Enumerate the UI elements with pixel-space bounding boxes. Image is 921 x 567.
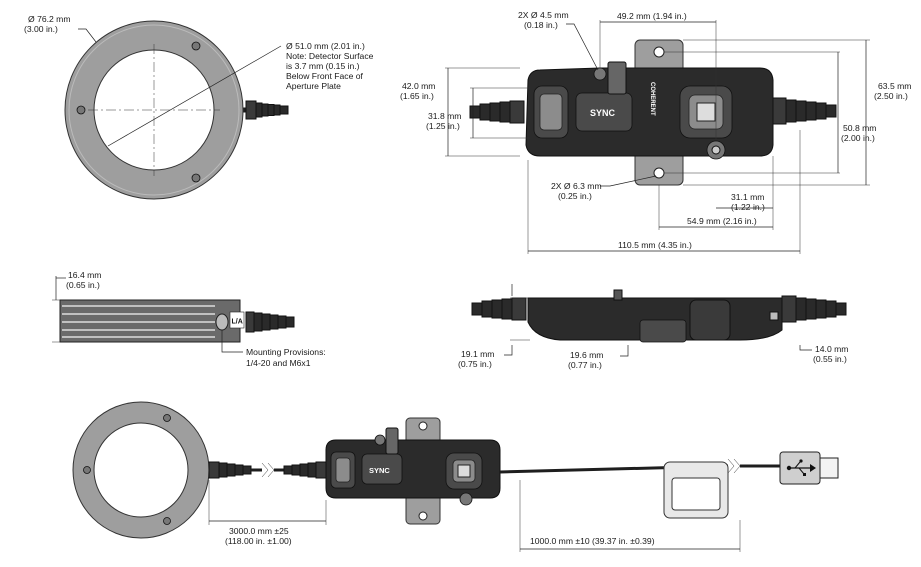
sync-button-label: SYNC xyxy=(590,108,616,118)
assembly-sync-button[interactable] xyxy=(361,453,403,485)
assembly-view: SYNC xyxy=(72,401,839,552)
inner-height-in-label: (1.25 in.) xyxy=(426,121,460,131)
sensor-screw xyxy=(76,105,86,115)
aperture-note-line-1: Note: Detector Surface xyxy=(286,51,374,61)
hole-offset-label: 31.1 mm xyxy=(731,192,764,202)
sensor-thickness-in-label: (0.65 in.) xyxy=(66,280,100,290)
cable-sensor-in-label: (118.00 in. ±1.00) xyxy=(225,536,292,546)
hole-spacing-label: 49.2 mm (1.94 in.) xyxy=(617,11,687,21)
hole-small-label: 2X Ø 4.5 mm xyxy=(518,10,569,20)
meter-top-view: SYNC COHERENT xyxy=(445,20,870,254)
side-thin-in-label: (0.55 in.) xyxy=(813,354,847,364)
side-mark-label: L/A xyxy=(232,319,243,326)
sensor-diameter-in-label: (3.00 in.) xyxy=(24,24,58,34)
overall-height-label: 63.5 mm xyxy=(878,81,911,91)
overall-length-label: 110.5 mm (4.35 in.) xyxy=(618,240,692,250)
hole-vertical-label: 50.8 mm xyxy=(843,123,876,133)
sensor-side-view: L/A xyxy=(52,276,295,353)
meter-left-strain-relief xyxy=(469,100,525,124)
sensor-screw xyxy=(191,173,201,183)
sensor-strain-relief xyxy=(245,100,289,120)
sync-button[interactable] xyxy=(575,92,633,132)
hole-large-label: 2X Ø 6.3 mm xyxy=(551,181,602,191)
overall-height-in-label: (2.50 in.) xyxy=(874,91,908,101)
side-height-label: 19.1 mm xyxy=(461,349,494,359)
side-right-strain-relief xyxy=(781,295,847,323)
assembly-sensor-strain-relief xyxy=(208,461,252,479)
sensor-front-view xyxy=(64,20,289,200)
aperture-note-line-4: Aperture Plate xyxy=(286,81,341,91)
aperture-diameter-label: Ø 51.0 mm (2.01 in.) xyxy=(286,41,365,51)
cable-usb-label: 1000.0 mm ±10 (39.37 in. ±0.39) xyxy=(530,536,655,546)
side-mid-in-label: (0.77 in.) xyxy=(568,360,602,370)
meter-right-strain-relief xyxy=(771,97,837,125)
mounting-hole xyxy=(215,313,229,331)
inner-height-label: 31.8 mm xyxy=(428,111,461,121)
usb-icon xyxy=(786,459,816,476)
side-mid-label: 19.6 mm xyxy=(570,350,603,360)
sensor-diameter-label: Ø 76.2 mm xyxy=(28,14,71,24)
body-height-in-label: (1.65 in.) xyxy=(400,91,434,101)
mounting-provisions-label: Mounting Provisions: xyxy=(246,347,326,357)
assembly-meter-strain-relief xyxy=(283,461,327,479)
cable-sensor-label: 3000.0 mm ±25 xyxy=(229,526,289,536)
hole-to-end-label: 54.9 mm (2.16 in.) xyxy=(687,216,757,226)
sensor-side-strain-relief xyxy=(245,311,295,333)
sensor-thickness-label: 16.4 mm xyxy=(68,270,101,280)
sensor-side-body xyxy=(59,299,241,343)
brand-label: COHERENT xyxy=(649,82,655,116)
assembly-sync-label: SYNC xyxy=(369,466,390,475)
hole-offset-in-label: (1.22 in.) xyxy=(731,202,765,212)
side-left-strain-relief xyxy=(471,297,527,321)
hole-vertical-in-label: (2.00 in.) xyxy=(841,133,875,143)
body-height-label: 42.0 mm xyxy=(402,81,435,91)
hole-small-in-label: (0.18 in.) xyxy=(524,20,558,30)
meter-side-view xyxy=(471,284,847,357)
aperture-note-line-2: is 3.7 mm (0.15 in.) xyxy=(286,61,360,71)
side-height-in-label: (0.75 in.) xyxy=(458,359,492,369)
sensor-screw xyxy=(191,41,201,51)
aperture-note-line-3: Below Front Face of xyxy=(286,71,364,81)
hole-large-in-label: (0.25 in.) xyxy=(558,191,592,201)
mounting-provisions-detail: 1/4-20 and M6x1 xyxy=(246,358,311,368)
side-thin-label: 14.0 mm xyxy=(815,344,848,354)
